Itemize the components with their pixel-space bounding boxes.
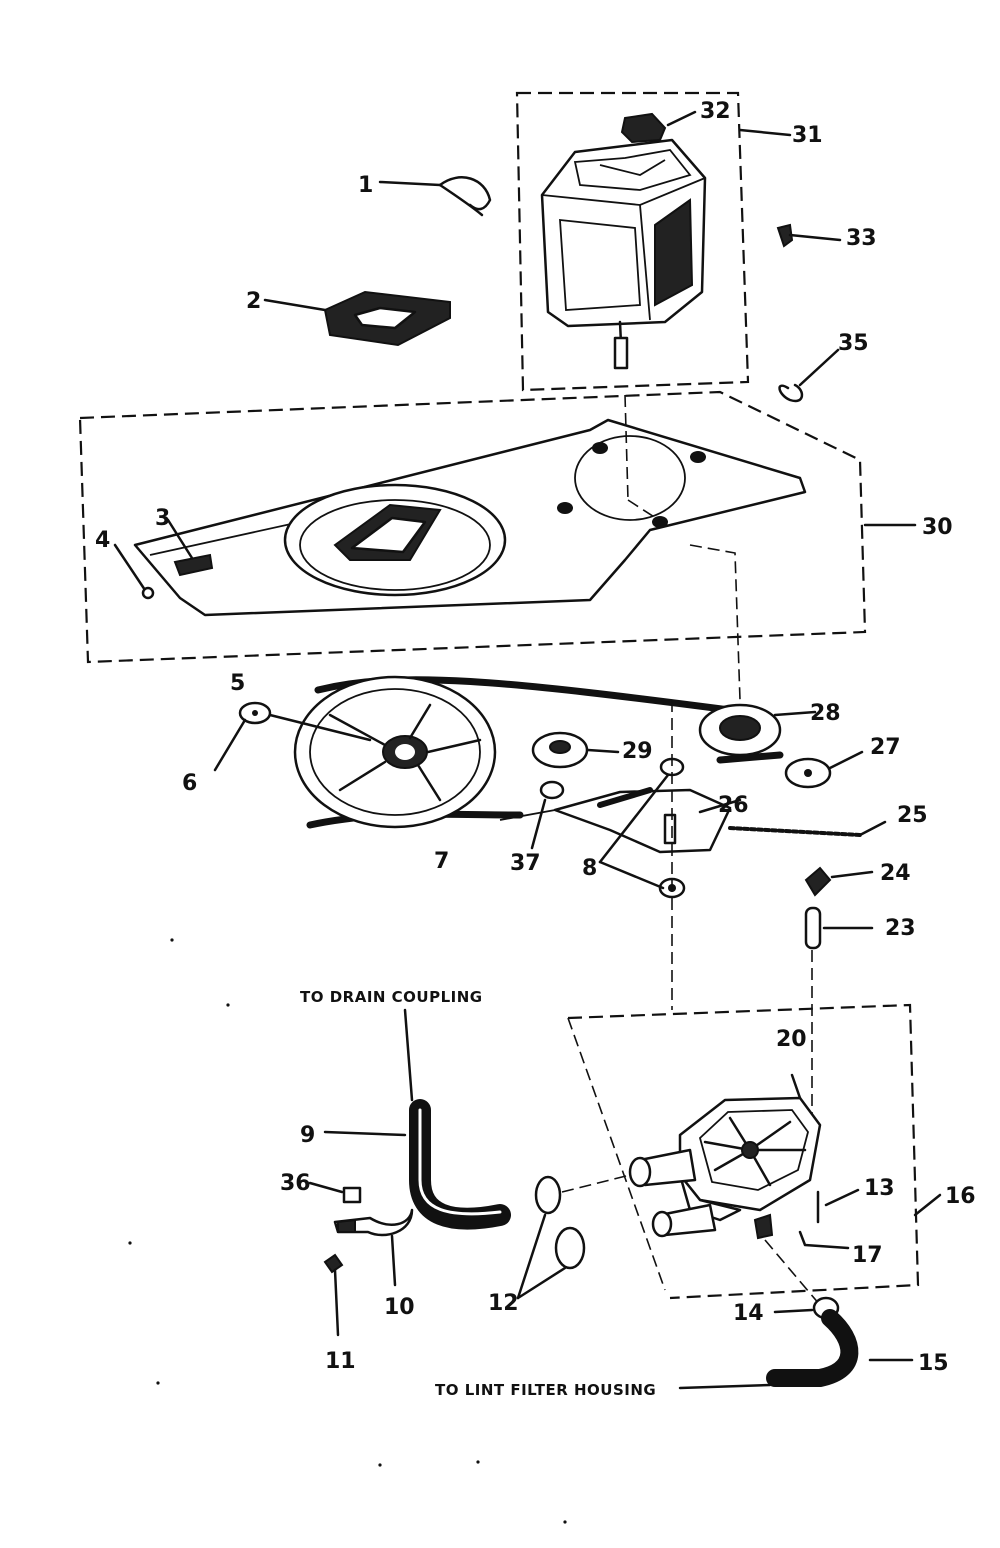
callout-33: 33 [846, 226, 877, 251]
motor-assembly-group [515, 91, 750, 392]
callout-4: 4 [95, 528, 110, 553]
part-35-clip [778, 348, 840, 403]
callout-16: 16 [945, 1184, 976, 1209]
callout-8: 8 [582, 856, 597, 881]
note-to-lint-filter-housing: TO LINT FILTER HOUSING [435, 1381, 656, 1399]
callout-15: 15 [918, 1351, 949, 1376]
pulley-drive-group [213, 675, 887, 1010]
callout-32: 32 [700, 99, 731, 124]
callout-17: 17 [852, 1243, 883, 1268]
part-2-pad [263, 290, 451, 347]
pump-assembly-group [567, 1003, 942, 1306]
callout-labels: 1 2 3 4 5 6 7 8 9 10 11 12 13 14 15 16 1… [95, 99, 976, 1376]
callout-6: 6 [182, 771, 197, 796]
part-1-clip [378, 176, 492, 217]
callout-3: 3 [155, 506, 170, 531]
callout-36: 36 [280, 1171, 311, 1196]
callout-20: 20 [776, 1027, 807, 1052]
base-plate-group [78, 390, 917, 701]
callout-29: 29 [622, 739, 653, 764]
note-to-drain-coupling: TO DRAIN COUPLING [300, 988, 483, 1006]
callout-28: 28 [810, 701, 841, 726]
parts-23-24 [804, 866, 874, 1125]
callout-37: 37 [510, 851, 541, 876]
callout-10: 10 [384, 1295, 415, 1320]
callout-31: 31 [792, 123, 823, 148]
callout-5: 5 [230, 671, 245, 696]
callout-14: 14 [733, 1301, 764, 1326]
callout-26: 26 [718, 793, 749, 818]
callout-27: 27 [870, 735, 901, 760]
callout-24: 24 [880, 861, 911, 886]
leader-31 [738, 128, 792, 137]
callout-35: 35 [838, 331, 869, 356]
callout-25: 25 [897, 803, 928, 828]
callout-2: 2 [246, 289, 261, 314]
callout-9: 9 [300, 1123, 315, 1148]
callout-11: 11 [325, 1349, 356, 1374]
callout-1: 1 [358, 173, 373, 198]
scan-specks [128, 938, 567, 1524]
callout-23: 23 [885, 916, 916, 941]
callout-12: 12 [488, 1291, 519, 1316]
callout-30: 30 [922, 515, 953, 540]
callout-7: 7 [434, 849, 449, 874]
part-33-screw [776, 223, 842, 248]
parts-10-11-36 [308, 1181, 414, 1337]
callout-13: 13 [864, 1176, 895, 1201]
hoses-group [323, 1008, 914, 1390]
